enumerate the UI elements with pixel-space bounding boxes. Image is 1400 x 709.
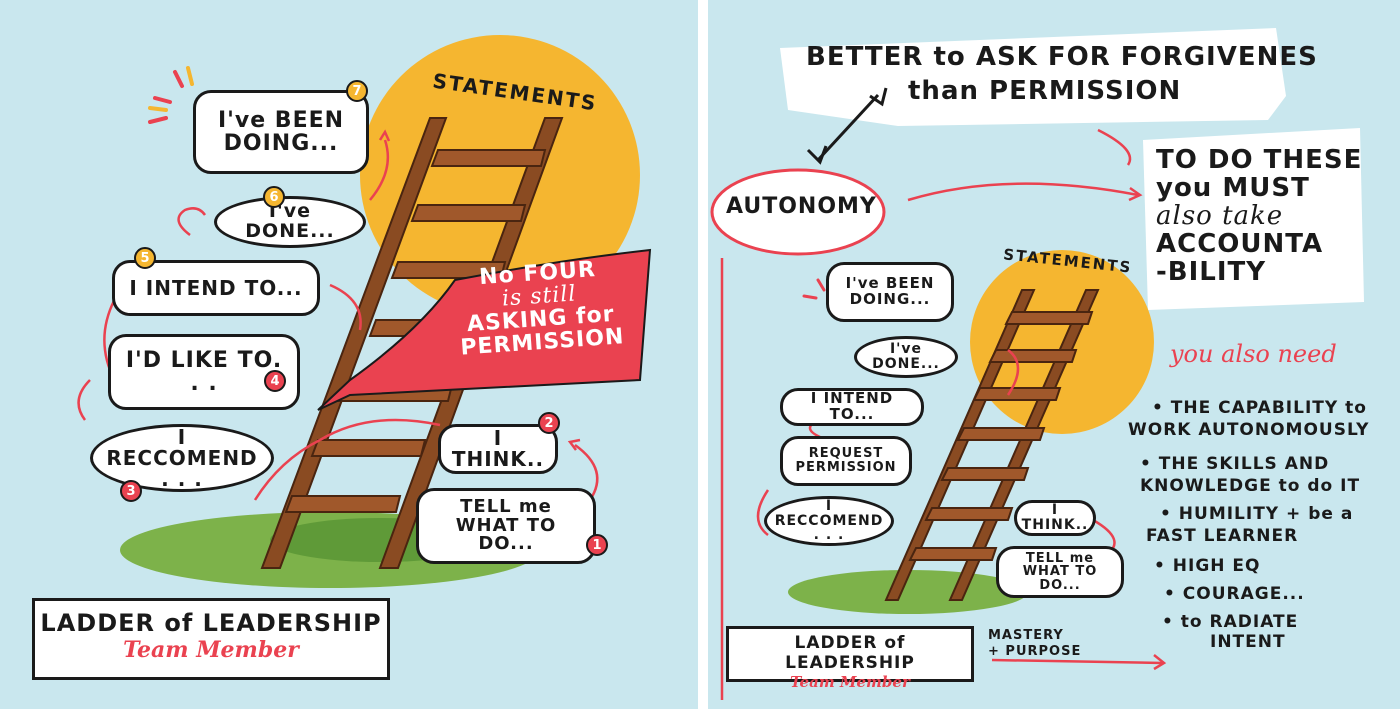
bubble-recommend: I RECCOMEND . . .	[90, 424, 274, 492]
accountability-box	[1143, 128, 1364, 310]
need-item-5: • COURAGE...	[1164, 584, 1305, 604]
bubble-done-right: I've DONE...	[854, 336, 958, 378]
need-item-3b: FAST LEARNER	[1146, 526, 1299, 546]
bubble-been-doing: I've BEEN DOING...	[193, 90, 369, 174]
accountability-text: TO DO THESE you MUST also take ACCOUNTA …	[1156, 146, 1362, 286]
accountability-line-1: TO DO THESE	[1156, 145, 1363, 175]
badge-6: 6	[263, 186, 285, 208]
need-item-4: • HIGH EQ	[1154, 556, 1261, 576]
need-item-2b: KNOWLEDGE to do IT	[1140, 476, 1361, 496]
sparkle-marks	[148, 70, 184, 124]
accountability-line-3: also take	[1156, 201, 1284, 232]
need-item-6: • to RADIATE	[1162, 612, 1299, 632]
mastery-line-1: MASTERY	[988, 628, 1064, 643]
autonomy-oval	[710, 168, 886, 256]
right-illustration	[710, 28, 1364, 700]
bubble-recommend-right: I RECCOMEND . . .	[764, 496, 894, 546]
title-main: LADDER of LEADERSHIP	[40, 609, 382, 637]
red-arrows	[77, 129, 599, 501]
title-sub: Team Member	[123, 637, 299, 663]
left-panel: STATEMENTS I've BEEN DOING... 7 I've DON…	[0, 0, 698, 709]
accountability-line-5: -BILITY	[1156, 257, 1267, 288]
need-item-1: • THE CAPABILITY to	[1152, 398, 1367, 418]
badge-5: 5	[134, 247, 156, 269]
bubble-done: I've DONE...	[214, 196, 366, 248]
badge-1: 1	[586, 534, 608, 556]
banner-line-1: BETTER to ASK FOR FORGIVENES	[806, 42, 1318, 72]
also-need-label: you also need	[1170, 340, 1337, 368]
need-item-6b: INTENT	[1210, 632, 1286, 652]
double-arrow	[806, 87, 888, 165]
bubble-tell-me: TELL me WHAT TO DO...	[416, 488, 596, 564]
right-panel: BETTER to ASK FOR FORGIVENES than PERMIS…	[708, 0, 1400, 709]
title-box-left: LADDER of LEADERSHIP Team Member	[32, 598, 390, 680]
title-sub-right: Team Member	[790, 673, 910, 691]
need-item-3: • HUMILITY + be a	[1160, 504, 1354, 524]
title-box-right: LADDER of LEADERSHIP Team Member	[726, 626, 974, 691]
sun-circle	[360, 35, 640, 315]
badge-3: 3	[120, 480, 142, 502]
badge-4: 4	[264, 370, 286, 392]
accountability-line-4: ACCOUNTA	[1156, 229, 1324, 260]
left-illustration	[77, 35, 652, 588]
flag-text: No FOUR is still ASKING for PERMISSION	[437, 255, 643, 361]
flag-shape	[317, 248, 652, 411]
title-main-right: LADDER of LEADERSHIP	[785, 633, 915, 673]
ladder-right	[884, 289, 1100, 601]
autonomy-label: AUTONOMY	[726, 194, 877, 219]
mastery-line-2: + PURPOSE	[988, 643, 1082, 659]
red-arrows-right	[720, 128, 1167, 700]
bubble-tell-me-right: TELL me WHAT TO DO...	[996, 546, 1124, 598]
bubble-intend: I INTEND TO...	[112, 260, 320, 316]
need-item-1b: WORK AUTONOMOUSLY	[1128, 420, 1370, 440]
banner-line-2: than PERMISSION	[908, 76, 1182, 106]
bubble-think-right: I THINK..	[1014, 500, 1096, 536]
badge-7: 7	[346, 80, 368, 102]
need-item-2: • THE SKILLS AND	[1140, 454, 1330, 474]
bubble-intend-right: I INTEND TO...	[780, 388, 924, 426]
panel-gutter	[698, 0, 708, 709]
bubble-been-doing-right: I've BEEN DOING...	[826, 262, 954, 322]
banner-shape	[780, 28, 1286, 126]
mastery-note: MASTERY + PURPOSE	[988, 628, 1081, 659]
bubble-request-permission: REQUEST PERMISSION	[780, 436, 912, 486]
sun-circle-right	[970, 250, 1154, 434]
badge-2: 2	[538, 412, 560, 434]
accountability-line-2: you MUST	[1156, 173, 1310, 204]
bubble-think: I THINK..	[438, 424, 558, 474]
